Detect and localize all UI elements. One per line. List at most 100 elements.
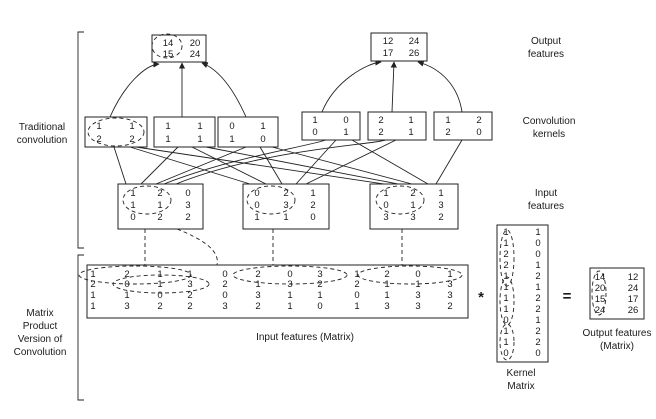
convolution-kernels-label-line1: Convolution (523, 116, 576, 127)
matrix-cell: 1 (317, 290, 322, 301)
matrix-cell: 1 (310, 188, 315, 199)
kernel-1: 1 1 2 2 (84, 116, 148, 148)
matrix-cell: 2 (222, 279, 227, 290)
matrix-cell: 2 (185, 212, 190, 223)
matrix-cell: 0 (535, 249, 540, 260)
matrix-version-label-line3: Version of (18, 334, 63, 345)
arrow-line (109, 61, 160, 118)
receptive-field-ellipse (246, 185, 296, 215)
matrix-cell: 0 (229, 121, 234, 132)
connector-line (295, 139, 337, 185)
connector-line (259, 146, 283, 185)
matrix-cell: 24 (628, 283, 639, 294)
matrix-cell: 1 (503, 326, 508, 337)
matrix-cell: 2 (255, 269, 260, 280)
matrix-cell: 0 (415, 269, 420, 280)
matrix-cell: 14 (163, 38, 174, 49)
matrix-cell: 2 (476, 115, 481, 126)
matrix-cell: 3 (415, 290, 420, 301)
matrix-row-ellipse (78, 265, 192, 285)
kernel-matrix (496, 224, 549, 363)
input-feature-map-3: 1 2 1 0 1 3 3 3 2 (369, 183, 459, 230)
matrix-cell: 17 (383, 48, 394, 59)
output-matrix (589, 267, 645, 320)
matrix-cell: 3 (255, 290, 260, 301)
input-feature-map-2: 0 2 1 0 3 2 1 1 0 (242, 183, 330, 230)
matrix-cell: 2 (378, 115, 383, 126)
matrix-version-label-line2: Product (23, 321, 58, 332)
matrix-cell: 1 (415, 279, 420, 290)
matrix-cell: 0 (476, 127, 481, 138)
matrix-cell: 1 (408, 127, 413, 138)
matrix-cell: 2 (445, 127, 450, 138)
matrix-row-ellipse (232, 265, 348, 285)
matrix-cell: 1 (383, 188, 388, 199)
matrix-cell: 1 (187, 269, 192, 280)
matrix-cell: 1 (197, 121, 202, 132)
matrix-cell: 0 (157, 290, 162, 301)
matrix-cell: 2 (535, 304, 540, 315)
matrix-cell: 0 (317, 301, 322, 312)
matrix-cell: 1 (197, 134, 202, 145)
matrix-cell: 0 (503, 348, 508, 359)
matrix-cell: 1 (283, 212, 288, 223)
matrix-cell: 3 (124, 301, 129, 312)
output-column-ellipse (591, 270, 607, 316)
matrix-cell: 1 (312, 115, 317, 126)
matrix-cell: 1 (287, 290, 292, 301)
matrix-cell: 2 (503, 249, 508, 260)
connector-line (113, 146, 127, 185)
matrix-cell: 1 (447, 269, 452, 280)
connector-line (175, 139, 387, 185)
matrix-cell: 2 (187, 290, 192, 301)
matrix-cell: 3 (222, 301, 227, 312)
matrix-cell: 3 (287, 279, 292, 290)
matrix-cell: 1 (503, 304, 508, 315)
matrix-cell: 3 (438, 200, 443, 211)
matrix-cell: 1 (165, 121, 170, 132)
matrix-cell: 1 (157, 200, 162, 211)
kernel-6: 1 2 2 0 (433, 111, 493, 141)
matrix-cell: 0 (312, 127, 317, 138)
matrix-cell: 2 (410, 188, 415, 199)
matrix-cell: 1 (503, 271, 508, 282)
input-features-matrix (86, 264, 469, 319)
kernel-2: 1 1 1 1 (153, 116, 216, 148)
matrix-cell: 0 (222, 269, 227, 280)
matrix-cell: 2 (124, 269, 129, 280)
kernel-to-output-arrows (109, 59, 463, 118)
matrix-cell: 0 (310, 212, 315, 223)
matrix-cell: 1 (535, 227, 540, 238)
output-feature-map-2: 12 24 17 26 (370, 32, 428, 62)
matrix-cell: 1 (130, 188, 135, 199)
matrix-cell: 1 (410, 200, 415, 211)
connector-line (135, 146, 385, 185)
output-features-label-line2: features (528, 49, 564, 60)
matrix-cell: 1 (503, 282, 508, 293)
matrix-cell: 1 (254, 212, 259, 223)
matrix-cell: 1 (384, 279, 389, 290)
matrix-cell: 1 (503, 293, 508, 304)
matrix-cell: 2 (255, 301, 260, 312)
matrix-cell: 2 (535, 293, 540, 304)
matrix-cell: 2 (503, 260, 508, 271)
matrix-cell: 2 (129, 134, 134, 145)
matrix-version-label-line1: Matrix (26, 308, 53, 319)
traditional-label-line1: Traditional (19, 122, 65, 133)
matrix-cell: 2 (384, 269, 389, 280)
matrix-cell: 26 (628, 305, 639, 316)
matrix-cell: 0 (254, 188, 259, 199)
kernel-ellipse (87, 117, 145, 147)
input-features-label-line2: features (528, 201, 564, 212)
kernel-matrix-caption-line1: Kernel (507, 368, 536, 379)
matrix-cell: 24 (190, 49, 201, 60)
matrix-cell: 1 (260, 121, 265, 132)
matrix-cell: 0 (254, 200, 259, 211)
matrix-cell: 24 (409, 36, 420, 47)
matrix-cell: 1 (129, 121, 134, 132)
matrix-row-ellipse (357, 265, 463, 285)
matrix-cell: 0 (535, 348, 540, 359)
matrix-cell: 1 (287, 301, 292, 312)
